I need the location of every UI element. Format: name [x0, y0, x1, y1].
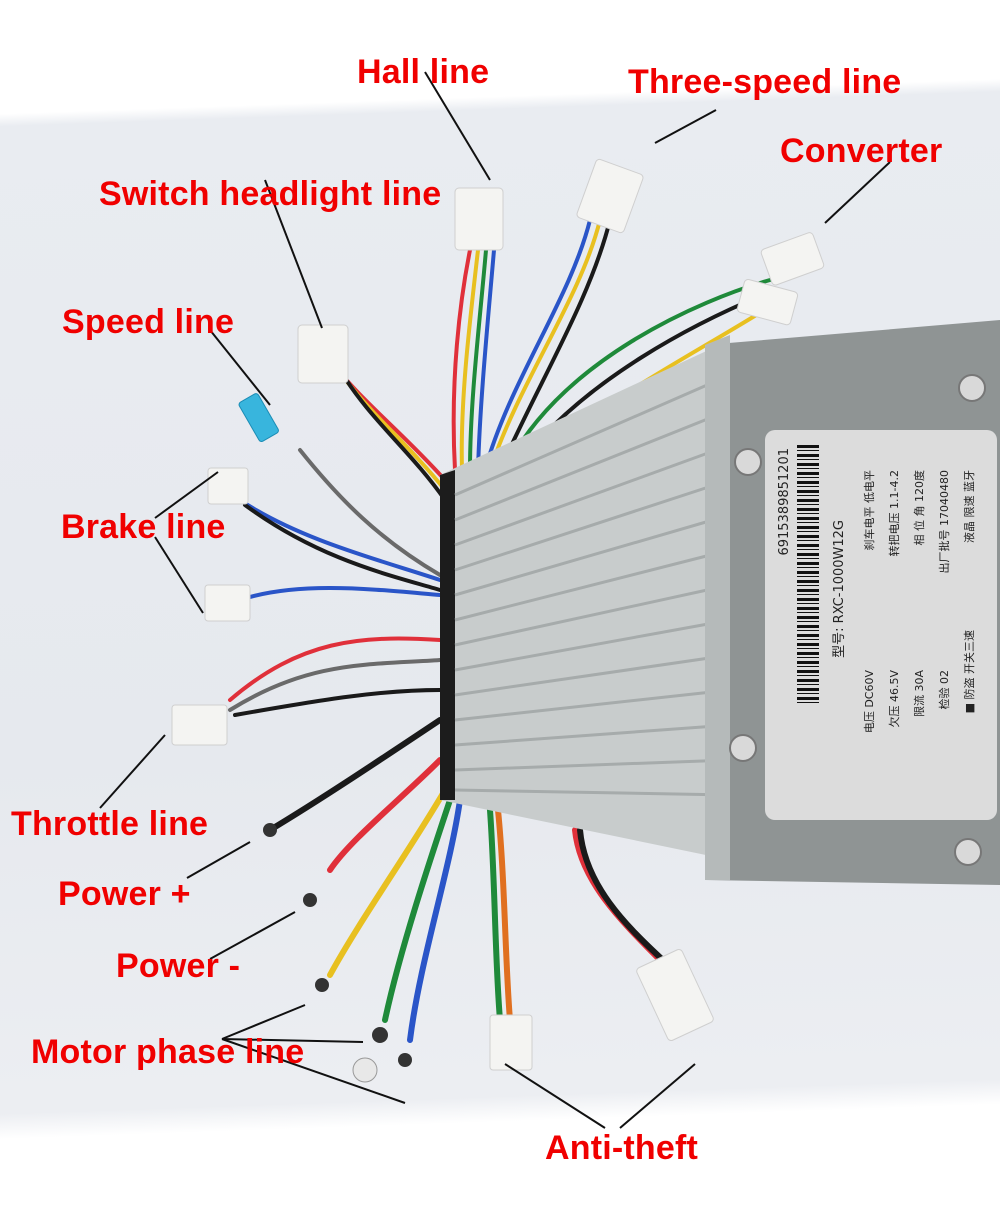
- screws: [729, 374, 986, 866]
- heatsink-fins: [454, 373, 731, 797]
- barcode-number: 6915389851201: [777, 448, 792, 556]
- ring-terminals: [263, 823, 412, 1083]
- three-speed-connector: [576, 158, 644, 234]
- spec-phase-angle: 相 位 角 120度: [913, 470, 926, 546]
- label-converter: Converter: [780, 132, 943, 170]
- anti-theft-connector-2: [636, 948, 714, 1042]
- label-brake-line: Brake line: [61, 508, 226, 546]
- brake-connector-2: [204, 584, 251, 622]
- power-phase-wires: [267, 717, 668, 1043]
- label-hall-line: Hall line: [357, 53, 490, 91]
- label-power-positive: Power +: [58, 875, 191, 913]
- model-number: 型号: RXC-1000W12G: [832, 520, 847, 658]
- spec-features-1: ■ 防盗 开关三速: [963, 630, 976, 714]
- anti-theft-connector-1: [489, 1014, 533, 1071]
- hall-connector: [454, 187, 504, 251]
- barcode: [797, 445, 819, 705]
- label-speed-line: Speed line: [62, 303, 235, 341]
- label-switch-headlight-line: Switch headlight line: [99, 175, 442, 213]
- spec-inspection: 检验 02: [938, 670, 951, 710]
- throttle-connector: [171, 704, 228, 746]
- controller-nameplate: 6915389851201 型号: RXC-1000W12G 电压 DC60V …: [765, 430, 997, 820]
- controller-heatsink: [440, 340, 730, 860]
- spec-features-2: 液晶 限速 蓝牙: [963, 470, 976, 543]
- label-three-speed-line: Three-speed line: [628, 63, 902, 101]
- speed-connector: [238, 393, 279, 442]
- converter-connector: [760, 232, 825, 286]
- headlight-connector: [297, 324, 349, 384]
- spec-current-limit: 限流 30A: [913, 670, 926, 718]
- brake-connector-1: [207, 467, 249, 505]
- label-power-negative: Power -: [116, 947, 241, 985]
- connectors: [171, 158, 825, 1071]
- spec-undervoltage: 欠压 46.5V: [888, 670, 901, 728]
- spec-voltage: 电压 DC60V: [863, 670, 876, 734]
- leader-lines: [99, 71, 891, 1129]
- label-anti-theft: Anti-theft: [545, 1129, 699, 1167]
- converter-connector-2: [736, 278, 799, 326]
- label-motor-phase-line: Motor phase line: [31, 1033, 305, 1071]
- spec-throttle-voltage: 转把电压 1.1-4.2: [888, 470, 901, 557]
- spec-batch-number: 出厂批号 17040480: [938, 470, 951, 574]
- label-throttle-line: Throttle line: [11, 805, 209, 843]
- spec-brake-level: 刹车电平 低电平: [863, 470, 876, 551]
